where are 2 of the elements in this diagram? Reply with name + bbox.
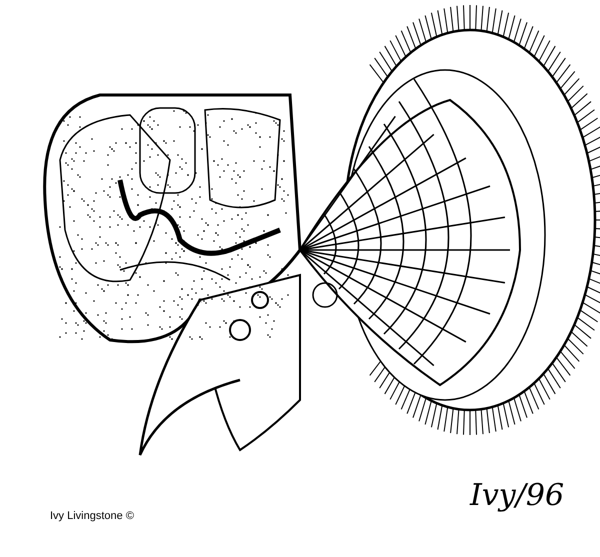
credit-line: Ivy Livingstone © bbox=[50, 510, 134, 522]
signature: Ivy/96 bbox=[470, 478, 564, 513]
